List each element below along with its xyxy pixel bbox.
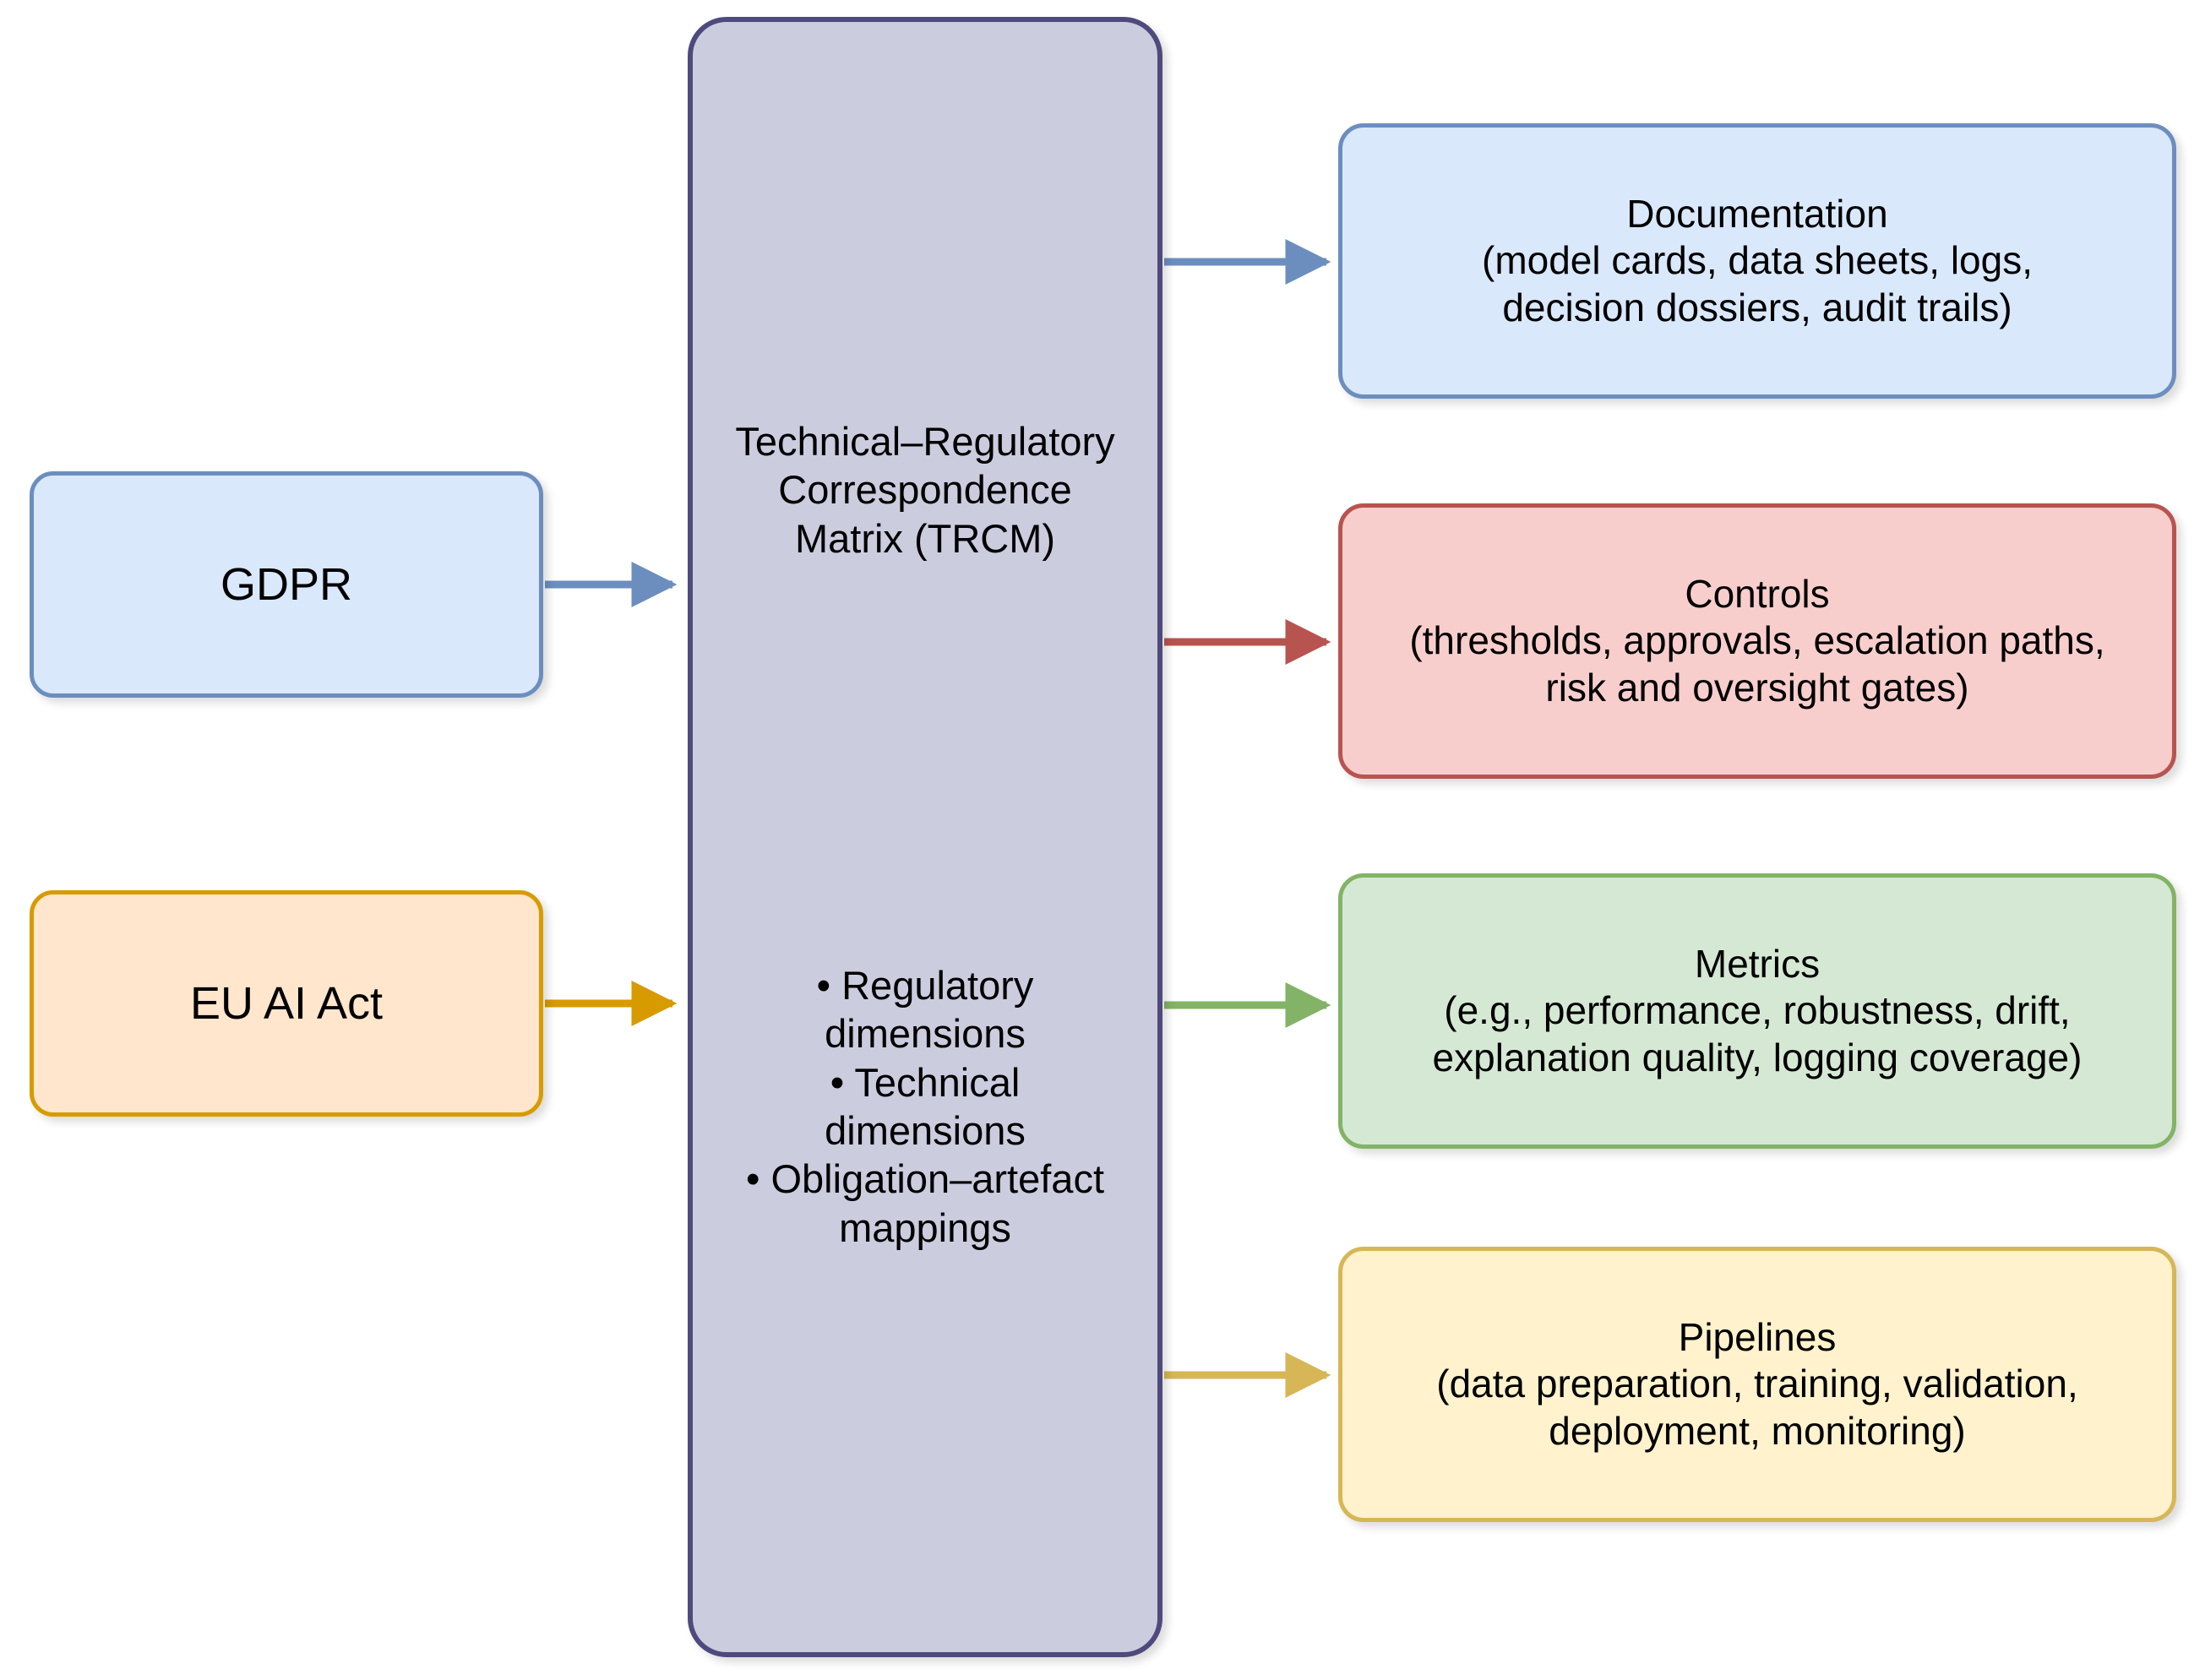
node-controls-label: Controls (thresholds, approvals, escalat… [1409,572,2105,710]
node-gdpr-label: GDPR [220,558,352,610]
node-metrics[interactable]: Metrics (e.g., performance, robustness, … [1338,873,2176,1149]
node-trcm-bullets: • Regulatory dimensions • Technical dime… [745,963,1105,1250]
node-pipelines[interactable]: Pipelines (data preparation, training, v… [1338,1247,2176,1522]
node-gdpr[interactable]: GDPR [30,471,543,698]
node-eu-ai-act[interactable]: EU AI Act [30,890,543,1117]
node-documentation[interactable]: Documentation (model cards, data sheets,… [1338,123,2176,399]
node-documentation-label: Documentation (model cards, data sheets,… [1482,192,2033,329]
node-pipelines-label: Pipelines (data preparation, training, v… [1436,1315,2078,1453]
node-trcm-title: Technical–Regulatory Correspondence Matr… [735,419,1115,561]
node-metrics-label: Metrics (e.g., performance, robustness, … [1432,942,2082,1079]
node-trcm[interactable]: Technical–Regulatory Correspondence Matr… [688,17,1162,1657]
node-eu-ai-act-label: EU AI Act [189,977,384,1029]
node-controls[interactable]: Controls (thresholds, approvals, escalat… [1338,503,2176,779]
